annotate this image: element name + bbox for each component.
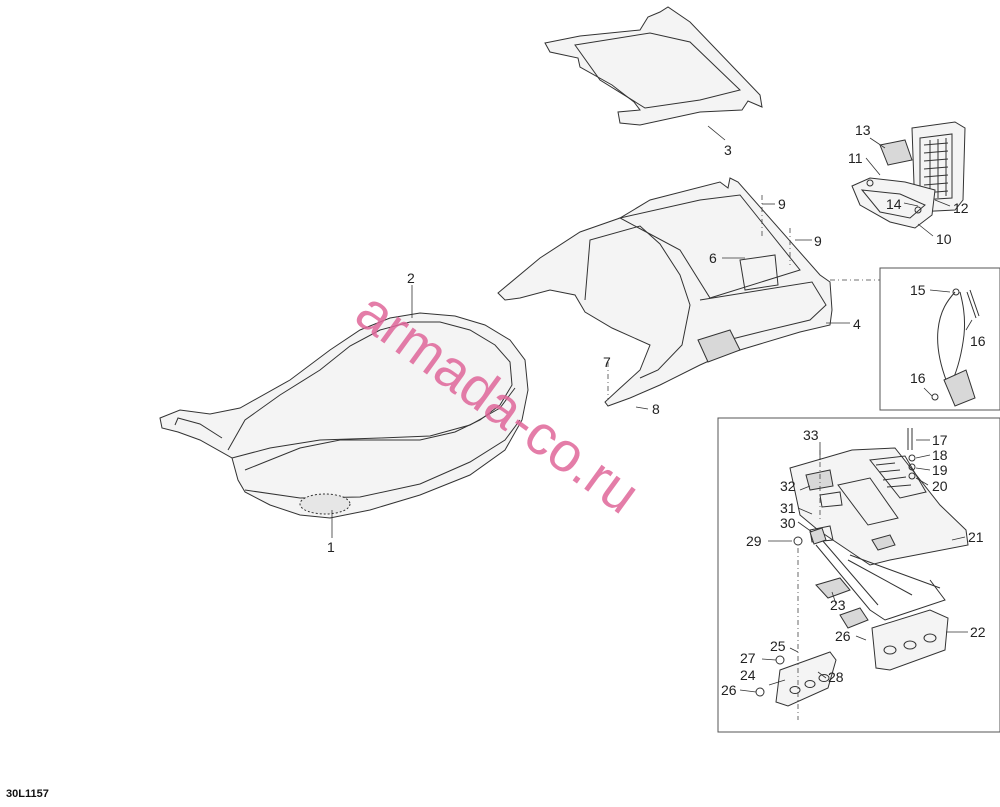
callout-labels: 1 2 3 4 6 7 8 9 9 10 11 12 13 14 15 16 1… xyxy=(327,122,986,698)
callout-26-right: 26 xyxy=(835,628,851,644)
callout-leaders xyxy=(331,125,973,693)
callout-16-upper: 16 xyxy=(970,333,986,349)
callout-9-upper: 9 xyxy=(778,196,786,212)
callout-8: 8 xyxy=(652,401,660,417)
callout-4: 4 xyxy=(853,316,861,332)
callout-30: 30 xyxy=(780,515,796,531)
callout-9-lower: 9 xyxy=(814,233,822,249)
callout-18: 18 xyxy=(932,447,948,463)
callout-28: 28 xyxy=(828,669,844,685)
callout-7: 7 xyxy=(603,354,611,370)
callout-20: 20 xyxy=(932,478,948,494)
part-3-seat-mat xyxy=(544,6,763,126)
callout-2: 2 xyxy=(407,270,415,286)
callout-3: 3 xyxy=(724,142,732,158)
callout-31: 31 xyxy=(780,500,796,516)
part-10-bracket xyxy=(851,139,936,229)
callout-15: 15 xyxy=(910,282,926,298)
callout-6: 6 xyxy=(709,250,717,266)
callout-16-lower: 16 xyxy=(910,370,926,386)
callout-26-left: 26 xyxy=(721,682,737,698)
callout-12: 12 xyxy=(953,200,969,216)
callout-19: 19 xyxy=(932,462,948,478)
inset-17-33 xyxy=(717,417,1000,733)
callout-11: 11 xyxy=(848,150,863,166)
callout-22: 22 xyxy=(970,624,986,640)
callout-13: 13 xyxy=(855,122,871,138)
callout-27: 27 xyxy=(740,650,756,666)
callout-23: 23 xyxy=(830,597,846,613)
reference-code: 30L1157 xyxy=(6,788,49,800)
callout-14: 14 xyxy=(886,196,902,212)
callout-10: 10 xyxy=(936,231,952,247)
assembly-lines xyxy=(607,195,821,720)
callout-29: 29 xyxy=(746,533,762,549)
callout-33: 33 xyxy=(803,427,819,443)
callout-25: 25 xyxy=(770,638,786,654)
part-4-rear-body xyxy=(497,177,833,407)
callout-32: 32 xyxy=(780,478,796,494)
callout-17: 17 xyxy=(932,432,948,448)
callout-1: 1 xyxy=(327,539,335,555)
inset-15-16 xyxy=(879,267,1000,411)
callout-24: 24 xyxy=(740,667,756,683)
callout-21: 21 xyxy=(968,529,984,545)
part-2-seat xyxy=(159,312,529,519)
